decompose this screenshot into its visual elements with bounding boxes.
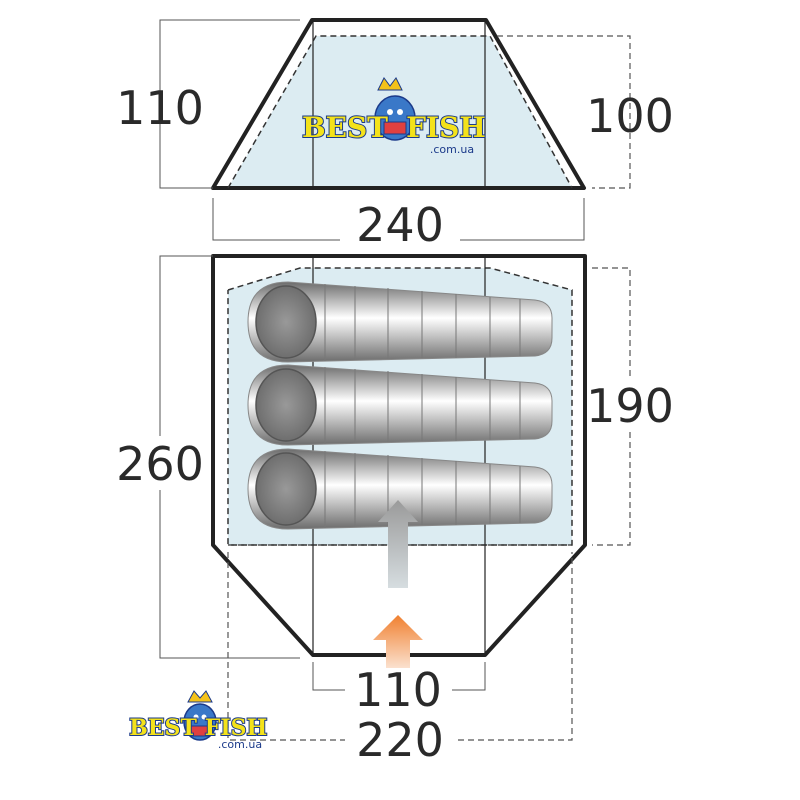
- total-width-label: 220: [356, 713, 444, 767]
- logo-domain-text: .com.ua: [430, 143, 474, 156]
- sleeping-bag-3: [247, 448, 553, 530]
- door-width-guide: [312, 662, 486, 691]
- length-guide-left: [159, 255, 300, 659]
- logo-best-text: BEST: [129, 715, 197, 741]
- logo-top: BEST FISH .com.ua: [301, 77, 487, 156]
- left-length-label: 260: [116, 437, 204, 491]
- front-width-label: 240: [356, 198, 444, 252]
- left-height-label: 110: [116, 81, 204, 135]
- right-length-label: 190: [586, 379, 674, 433]
- right-height-label: 100: [586, 89, 674, 143]
- crown-icon: [187, 690, 213, 703]
- logo-bottom: BEST FISH .com.ua: [128, 690, 268, 751]
- door-width-label: 110: [354, 663, 442, 717]
- height-guide-right: [497, 35, 631, 189]
- length-guide-right: [592, 267, 631, 546]
- width-guide-front: [212, 198, 585, 241]
- sleeping-bag-1: [247, 281, 553, 363]
- logo-fish-text: FISH: [406, 111, 486, 144]
- crown-icon: [377, 77, 403, 91]
- logo-fish-text: FISH: [205, 715, 268, 741]
- total-width-guide: [227, 552, 573, 741]
- entry-arrow-icon: [373, 615, 423, 668]
- height-guide-left: [159, 19, 300, 189]
- sleeping-bag-2: [247, 364, 553, 446]
- logo-best-text: BEST: [302, 111, 388, 144]
- logo-domain-text: .com.ua: [218, 738, 262, 751]
- inner-entry-arrow-icon: [378, 500, 418, 588]
